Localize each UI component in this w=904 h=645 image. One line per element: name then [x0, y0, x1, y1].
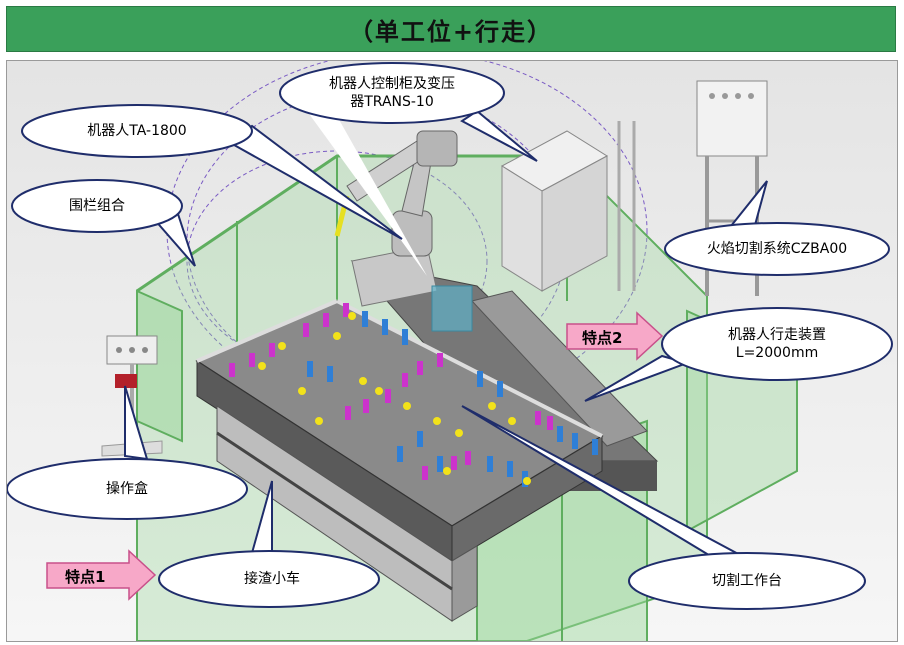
scene-illustration: 机器人控制柜及变压 器TRANS-10 机器人TA-1800 围栏组合 火焰切割…	[6, 60, 898, 642]
operation-box	[101, 335, 163, 457]
system-drawing	[7, 61, 897, 641]
table-support-pins	[229, 303, 598, 487]
robot-control-cabinet	[501, 130, 608, 292]
feature-arrows	[46, 311, 664, 601]
flame-cutting-unit	[617, 80, 768, 296]
page-title: （单工位+行走）	[348, 17, 554, 46]
callouts	[7, 62, 893, 610]
title-banner: （单工位+行走）	[6, 6, 896, 52]
